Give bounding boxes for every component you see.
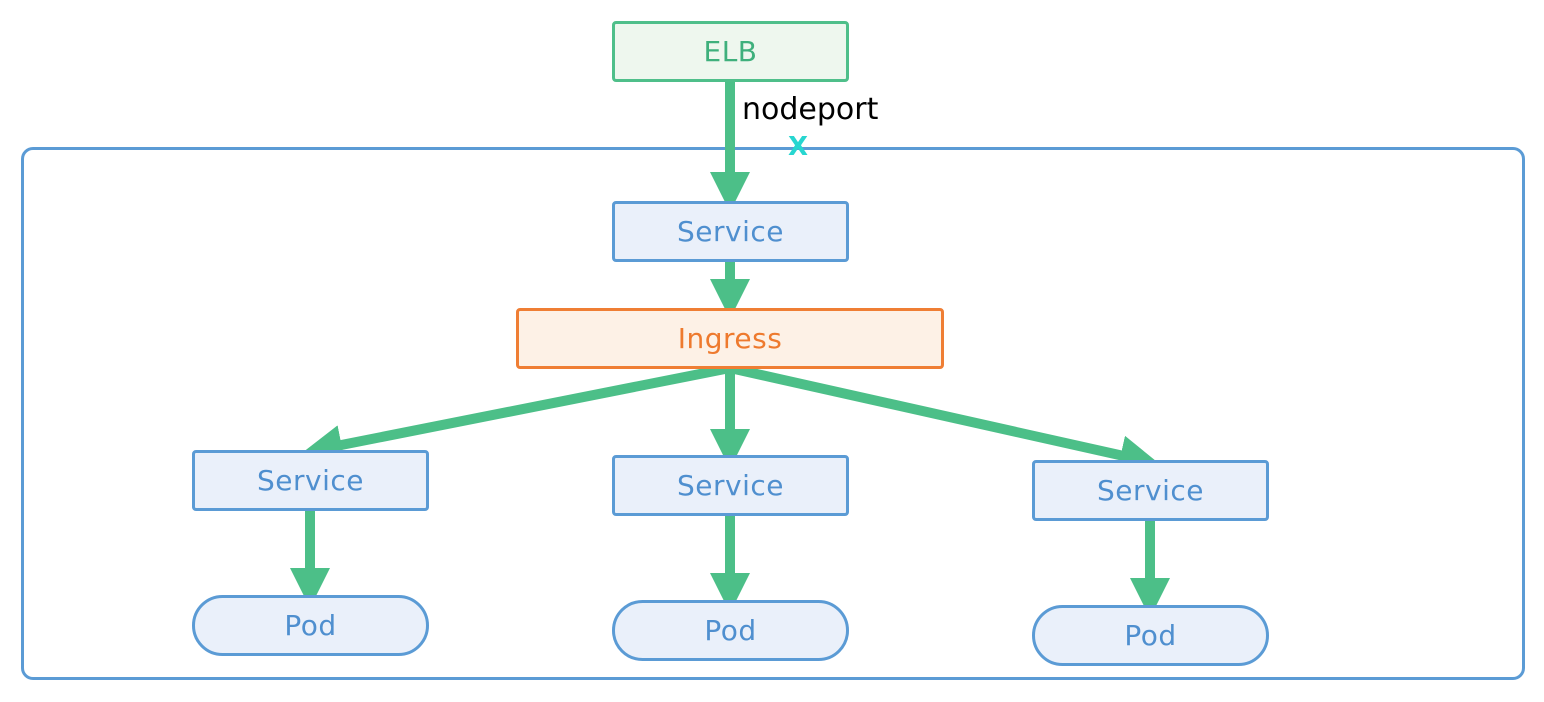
cluster-boundary [21, 147, 1525, 680]
pod-box-right: Pod [1032, 605, 1269, 666]
x-mark: X [788, 132, 809, 162]
top-service-box: Service [612, 201, 849, 262]
service-label-right: Service [1097, 474, 1204, 507]
pod-label-left: Pod [284, 609, 337, 642]
service-label-left: Service [257, 464, 364, 497]
pod-box-left: Pod [192, 595, 429, 656]
pod-label-middle: Pod [704, 614, 757, 647]
service-box-left: Service [192, 450, 429, 511]
service-label-middle: Service [677, 469, 784, 502]
pod-box-middle: Pod [612, 600, 849, 661]
ingress-label: Ingress [677, 322, 783, 355]
arrow-ingress-to-service-left [302, 363, 731, 465]
elb-label: ELB [703, 35, 758, 68]
nodeport-label: nodeport [742, 92, 879, 127]
service-box-middle: Service [612, 455, 849, 516]
top-service-label: Service [677, 215, 784, 248]
service-box-right: Service [1032, 460, 1269, 521]
arrow-ingress-to-service-right [728, 363, 1160, 475]
ingress-box: Ingress [516, 308, 944, 369]
pod-label-right: Pod [1124, 619, 1177, 652]
elb-box: ELB [612, 21, 849, 82]
